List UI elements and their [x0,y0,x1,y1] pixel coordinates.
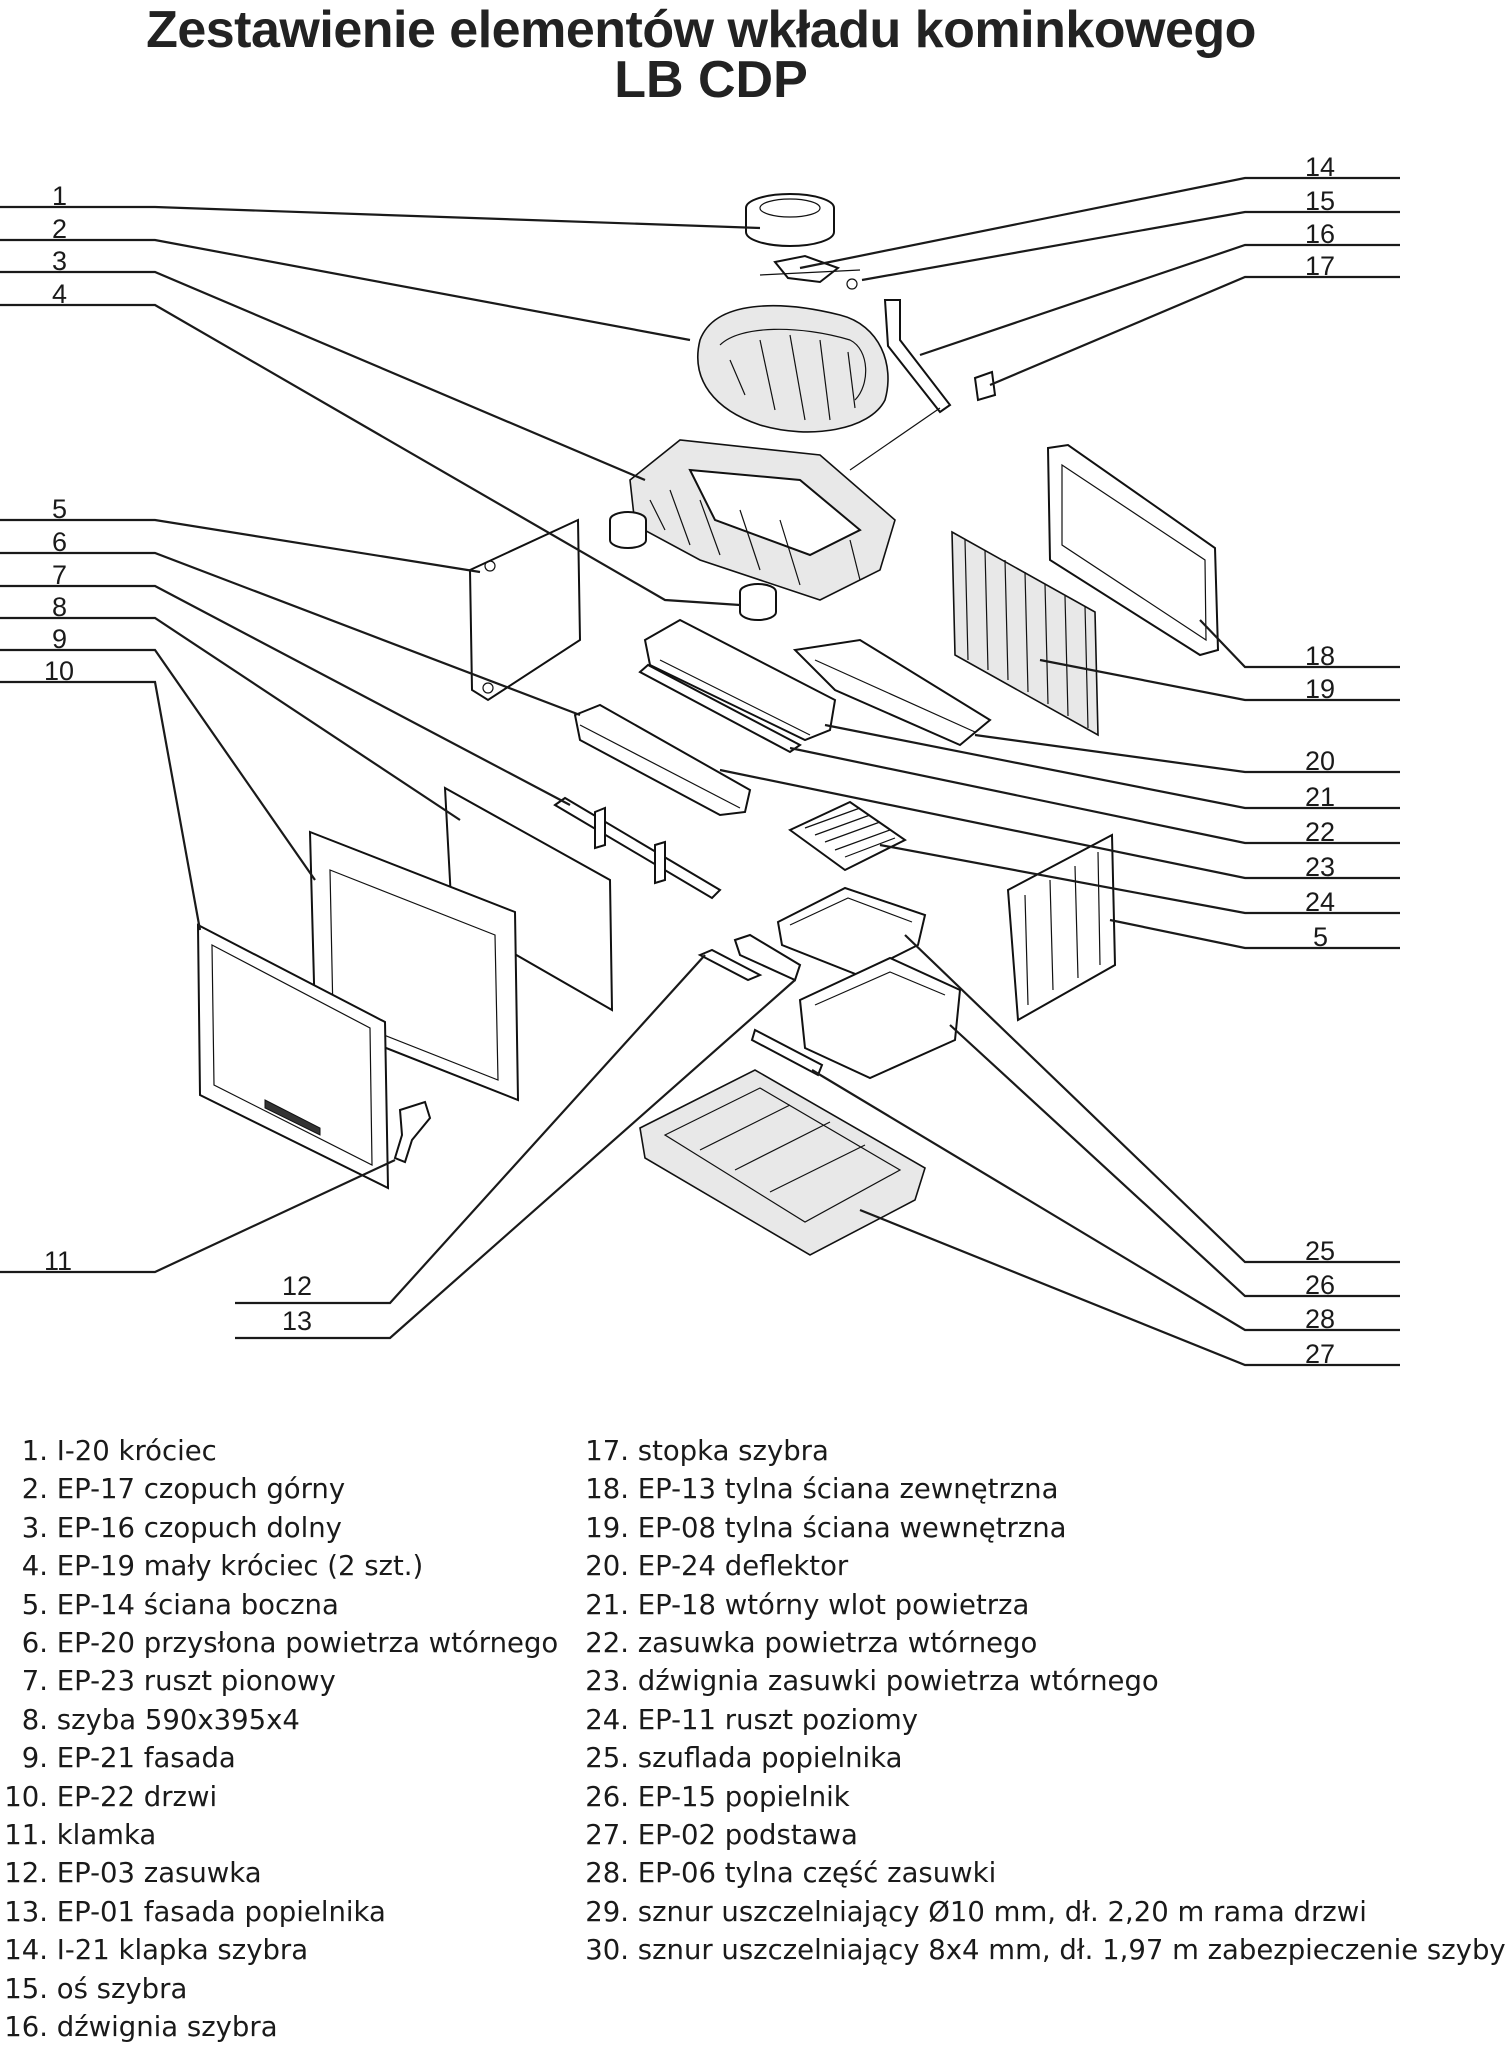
part-popielnik [798,956,962,1080]
callout-14: 14 [1305,152,1335,182]
legend-item: 22. zasuwka powietrza wtórnego [585,1627,1038,1660]
legend-item: 27. EP-02 podstawa [585,1819,858,1852]
callout-26: 26 [1305,1270,1335,1300]
callout-20: 20 [1305,746,1335,776]
legend-item: 24. EP-11 ruszt poziomy [585,1703,919,1736]
part-czopuch-gorny [697,305,889,433]
legend-item: 23. dźwignia zasuwki powietrza wtórnego [585,1665,1159,1698]
callout-7: 7 [52,560,67,590]
part-kruciec [745,193,835,247]
callout-9: 9 [52,624,67,654]
callout-16: 16 [1305,219,1335,249]
parts-legend-column-1: 1. I-20 króciec 2. EP-17 czopuch górny 3… [0,1432,558,2047]
part-drzwi [196,923,390,1190]
callouts-left: 1 2 3 4 5 6 7 8 9 10 11 12 13 [44,181,312,1336]
legend-item: 30. sznur uszczelniający 8x4 mm, dł. 1,9… [585,1934,1506,1967]
part-klapka-szybra [759,254,861,290]
legend-item: 15. oś szybra [4,1972,188,2005]
legend-item: 20. EP-24 deflektor [585,1550,849,1583]
part-tylna-czesc-zasuwki [750,1028,824,1077]
legend-item: 18. EP-13 tylna ściana zewnętrzna [585,1473,1059,1506]
part-przyslona-powietrza [573,703,752,817]
legend-item: 4. EP-19 mały króciec (2 szt.) [21,1550,424,1583]
diagram-subtitle: LB CDP [614,51,808,109]
part-maly-kruciec-1 [609,511,647,549]
part-stopka-szybra [973,370,997,402]
diagram-title: Zestawienie elementów wkładu kominkowego [146,1,1256,59]
legend-item: 29. sznur uszczelniający Ø10 mm, dł. 2,2… [585,1895,1367,1928]
callouts-right: 14 15 16 17 18 19 20 21 22 23 24 5 25 26… [1305,152,1335,1369]
callout-13: 13 [282,1306,312,1336]
legend-item: 16. dźwignia szybra [4,2011,278,2044]
part-czopuch-dolny [629,439,896,601]
callout-17: 17 [1305,251,1335,281]
callout-21: 21 [1305,782,1335,812]
callout-10: 10 [44,656,74,686]
part-sciana-boczna-left [468,518,582,702]
callout-28: 28 [1305,1304,1335,1334]
callout-5-right: 5 [1313,922,1328,952]
callout-24: 24 [1305,887,1335,917]
legend-item: 1. I-20 króciec [21,1435,217,1467]
part-szuflada-popielnika [776,886,927,977]
callout-6: 6 [52,527,67,557]
callout-3: 3 [52,246,67,276]
callout-8: 8 [52,592,67,622]
part-fasada-popielnika [733,933,802,982]
legend-item: 10. EP-22 drzwi [4,1780,218,1813]
callout-11: 11 [44,1246,72,1276]
legend-item: 8. szyba 590x395x4 [21,1703,300,1736]
exploded-view-diagram: 1 2 3 4 5 6 7 8 9 10 11 12 13 14 15 16 1… [0,152,1400,1369]
part-szyba [443,786,614,1012]
legend-item: 5. EP-14 ściana boczna [21,1588,339,1621]
legend-item: 19. EP-08 tylna ściana wewnętrzna [585,1511,1067,1544]
legend-item: 21. EP-18 wtórny wlot powietrza [585,1588,1030,1621]
legend-item: 17. stopka szybra [585,1435,829,1467]
callout-23: 23 [1305,852,1335,882]
leader-lines [0,176,1400,1367]
legend-item: 7. EP-23 ruszt pionowy [21,1665,336,1698]
legend-item: 11. klamka [4,1819,157,1852]
callout-4: 4 [52,279,67,309]
legend-item: 13. EP-01 fasada popielnika [4,1895,386,1928]
part-zasuwka-powietrza-wtornego [638,663,802,754]
legend-item: 28. EP-06 tylna część zasuwki [585,1857,997,1890]
callout-27: 27 [1305,1339,1335,1369]
part-dzwignia-szybra [849,299,952,471]
legend-item: 3. EP-16 czopuch dolny [21,1511,342,1544]
callout-12: 12 [282,1271,312,1301]
legend-item: 25. szuflada popielnika [585,1742,903,1775]
part-tylna-sciana-zewnetrzna [1046,443,1220,657]
legend-item: 9. EP-21 fasada [21,1742,236,1775]
part-deflektor [792,638,992,747]
part-podstawa [639,1069,926,1256]
part-klamka [393,1100,432,1164]
callout-15: 15 [1305,186,1335,216]
callout-18: 18 [1305,641,1335,671]
legend-item: 26. EP-15 popielnik [585,1780,850,1813]
callout-1: 1 [52,181,67,211]
part-zasuwka [697,948,763,982]
legend-item: 14. I-21 klapka szybra [4,1934,309,1967]
part-tylna-sciana-wewnetrzna [951,530,1099,737]
callout-25: 25 [1305,1236,1335,1266]
legend-item: 2. EP-17 czopuch górny [21,1473,346,1506]
callout-22: 22 [1305,817,1335,847]
callout-5: 5 [52,494,67,524]
legend-item: 6. EP-20 przysłona powietrza wtórnego [21,1627,559,1660]
callout-19: 19 [1305,674,1335,704]
part-sciana-boczna-right [1006,833,1117,1022]
parts-legend-column-2: 17. stopka szybra 18. EP-13 tylna ściana… [576,1432,1506,1970]
legend-item: 12. EP-03 zasuwka [4,1857,262,1890]
callout-2: 2 [52,214,67,244]
part-ruszt-poziomy [788,800,907,872]
part-maly-kruciec-2 [739,583,777,621]
